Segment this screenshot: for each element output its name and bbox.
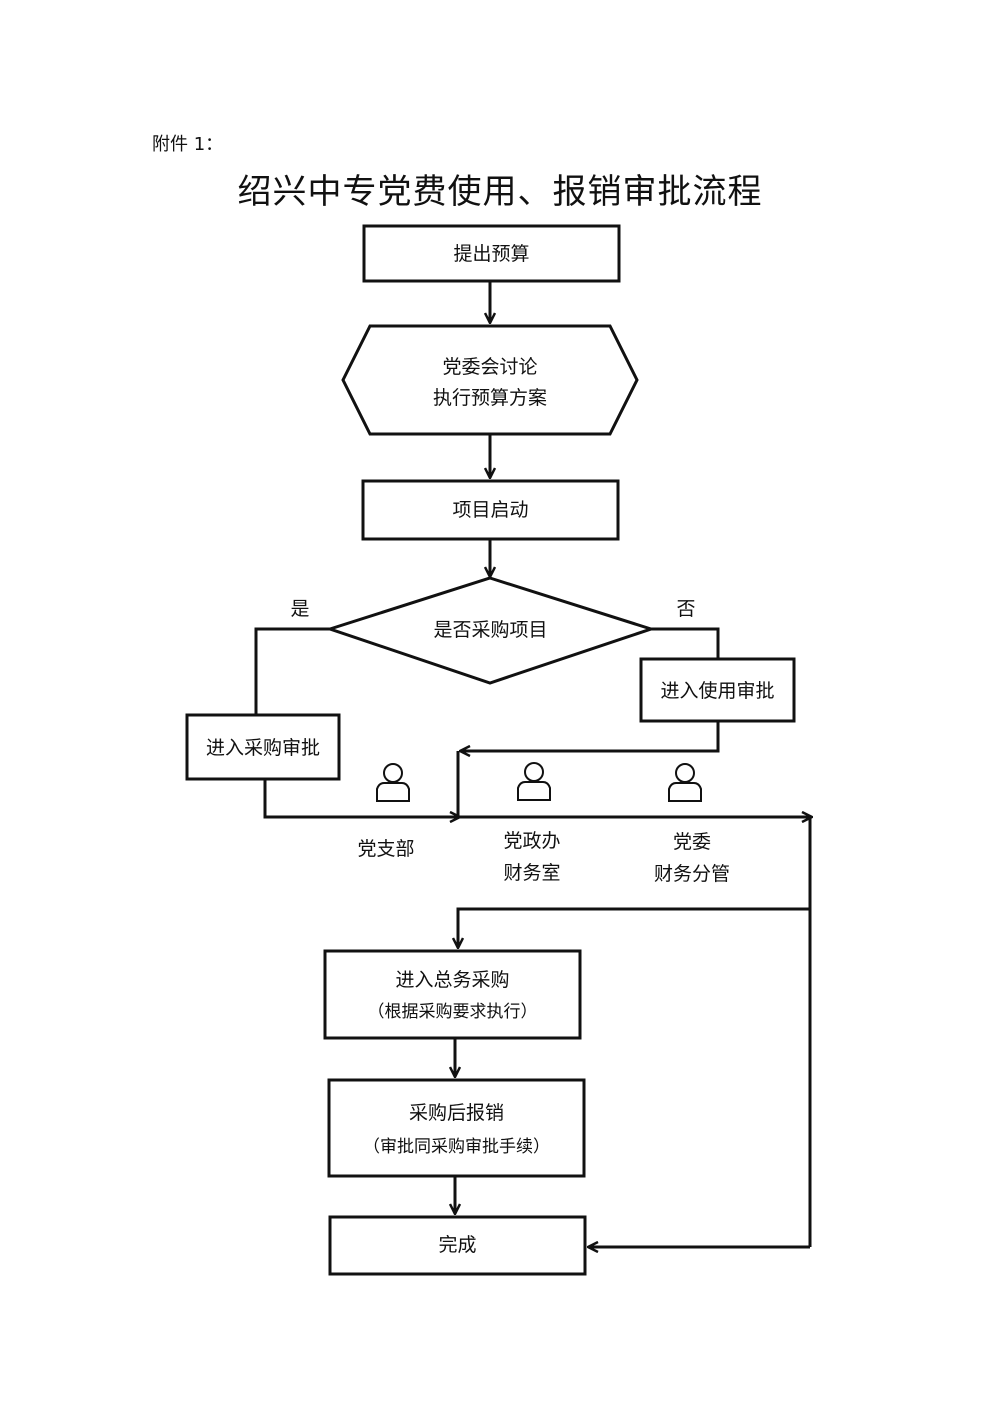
usage-approval-text: 进入使用审批 xyxy=(660,680,775,702)
approver-2-line2: 财务室 xyxy=(503,862,561,884)
committee-text-line2: 执行预算方案 xyxy=(432,387,547,409)
approver-2-line1: 党政办 xyxy=(503,830,561,852)
no-branch-line xyxy=(651,627,720,659)
yes-branch-line xyxy=(254,627,330,715)
committee-text-line1: 党委会讨论 xyxy=(442,356,538,378)
no-label: 否 xyxy=(676,598,696,620)
general-purchase-box xyxy=(323,949,582,1040)
person-icon xyxy=(517,762,551,801)
general-purchase-text-line1: 进入总务采购 xyxy=(395,969,510,991)
project-start-text: 项目启动 xyxy=(452,499,529,521)
propose-budget-text: 提出预算 xyxy=(453,243,530,265)
reimburse-text-line2: （审批同采购审批手续） xyxy=(363,1137,550,1157)
approver-1-line1: 党支部 xyxy=(357,838,415,860)
decision-diamond xyxy=(325,576,656,685)
page-title: 绍兴中专党费使用、报销审批流程 xyxy=(237,172,763,212)
reimburse-text-line1: 采购后报销 xyxy=(408,1102,504,1124)
purchase-approval-text: 进入采购审批 xyxy=(205,737,320,759)
approver-3-line2: 财务分管 xyxy=(653,863,730,885)
usage-return-line xyxy=(460,721,720,751)
purchase-approval-box xyxy=(185,713,341,781)
decision-text: 是否采购项目 xyxy=(433,619,548,641)
approver-3-line1: 党委 xyxy=(672,831,711,853)
committee-hexagon xyxy=(341,324,639,436)
complete-text: 完成 xyxy=(438,1234,477,1256)
attachment-label: 附件 1： xyxy=(152,134,224,155)
person-icon xyxy=(668,763,702,802)
purchase-to-approvers-line xyxy=(263,779,460,817)
complete-box xyxy=(328,1215,587,1276)
arrow-to-general-purchase xyxy=(458,907,810,948)
person-icon xyxy=(376,763,410,802)
yes-label: 是 xyxy=(290,598,310,620)
general-purchase-text-line2: （根据采购要求执行） xyxy=(367,1002,538,1022)
